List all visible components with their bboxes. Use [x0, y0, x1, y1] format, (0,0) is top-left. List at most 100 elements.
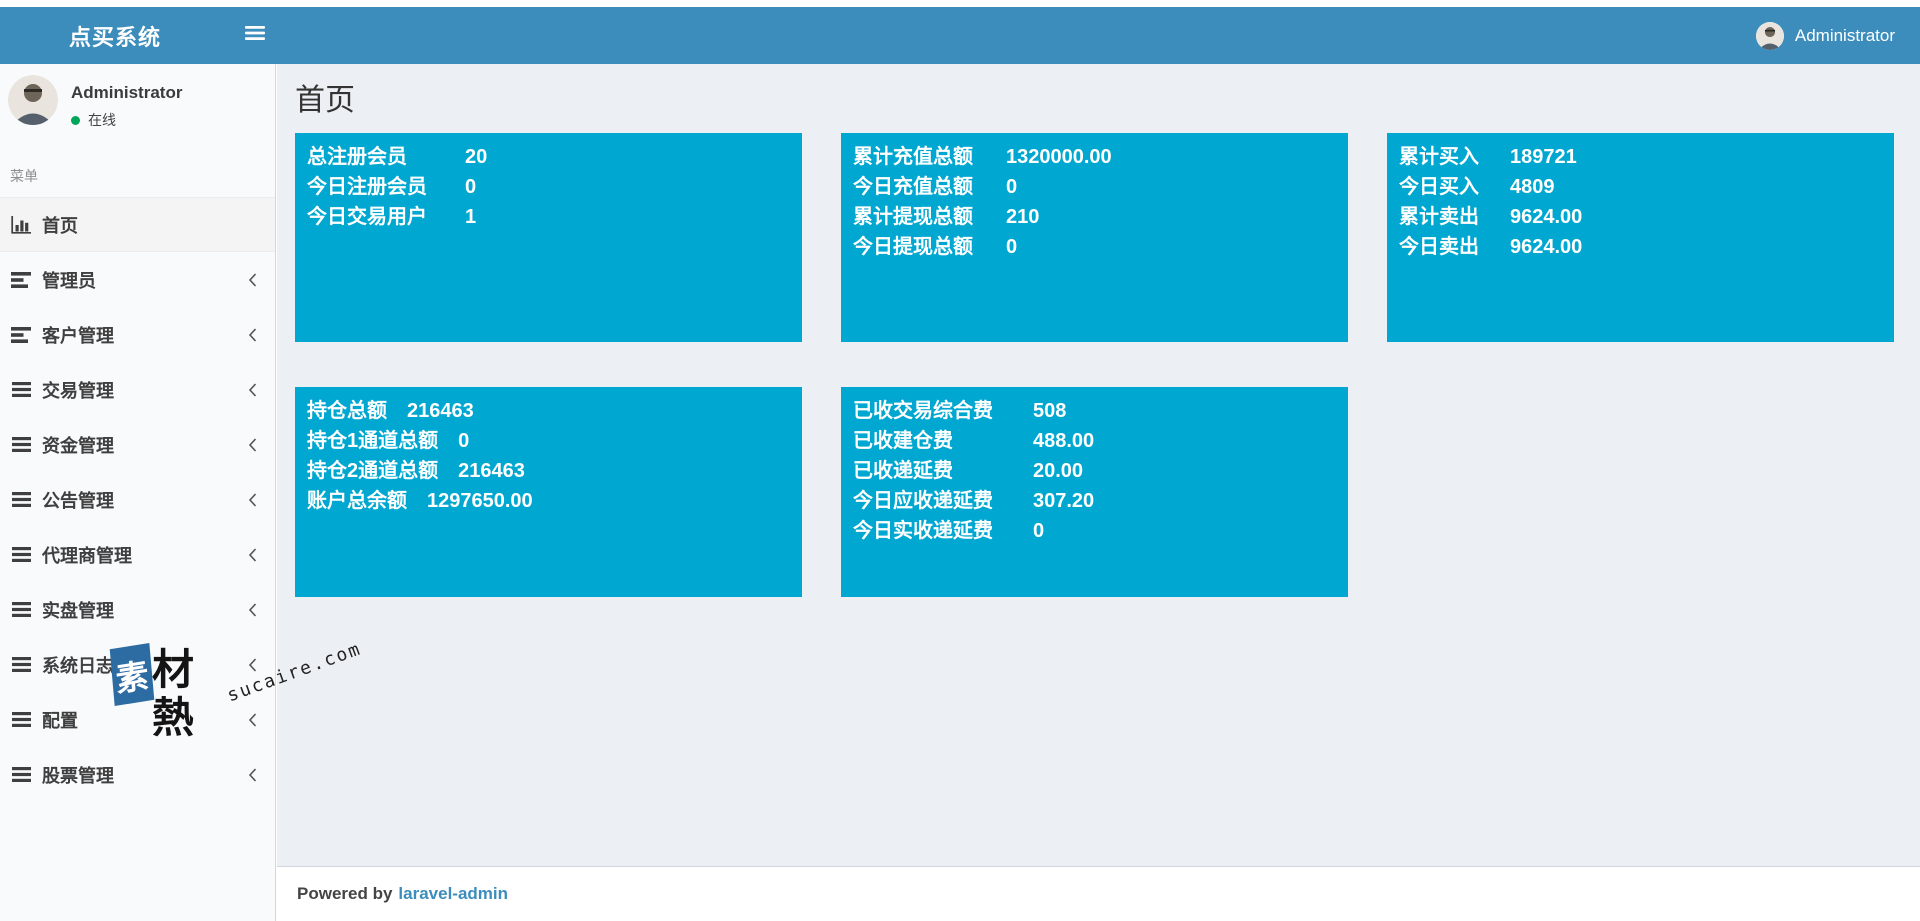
- stat-value: 0: [465, 176, 477, 198]
- chevron-left-icon: [248, 492, 257, 507]
- stat-value: 9624.00: [1510, 236, 1583, 258]
- online-status-label: 在线: [88, 112, 116, 128]
- stat-label: 总注册会员: [307, 146, 407, 168]
- sidebar-item-stocks[interactable]: 股票管理: [0, 747, 275, 802]
- stat-value: 0: [458, 430, 470, 452]
- avatar: [8, 75, 58, 125]
- sidebar-item-admins[interactable]: 管理员: [0, 252, 275, 307]
- hamburger-icon: [245, 25, 265, 46]
- stat-label: 今日交易用户: [307, 206, 427, 228]
- stat-value: 216463: [407, 400, 474, 422]
- stat-value: 20.00: [1033, 460, 1084, 482]
- sidebar-item-real-trading[interactable]: 实盘管理: [0, 582, 275, 637]
- stat-row: 账户总余额 1297650.00: [307, 486, 790, 516]
- bars-icon: [10, 382, 32, 397]
- bars-icon: [10, 437, 32, 452]
- stat-label: 今日卖出: [1399, 236, 1479, 258]
- sidebar-item-label: 交易管理: [42, 380, 114, 401]
- stat-value: 307.20: [1033, 490, 1095, 512]
- sidebar-item-label: 代理商管理: [42, 545, 132, 566]
- stat-row: 今日买入 4809: [1399, 172, 1882, 202]
- powered-by-label: Powered by: [297, 884, 393, 903]
- sidebar-item-agents[interactable]: 代理商管理: [0, 527, 275, 582]
- sidebar-item-config[interactable]: 配置: [0, 692, 275, 747]
- stat-label: 累计充值总额: [853, 146, 973, 168]
- stat-value: 0: [1033, 520, 1045, 542]
- online-status-icon: [71, 115, 80, 125]
- bars-icon: [10, 492, 32, 507]
- bars-icon: [10, 547, 32, 562]
- sidebar: Administrator 在线 菜单 首页 管理员: [0, 64, 276, 921]
- chevron-left-icon: [248, 602, 257, 617]
- stat-label: 今日买入: [1399, 176, 1479, 198]
- sidebar-item-system-log[interactable]: 系统日志: [0, 637, 275, 692]
- chevron-left-icon: [248, 767, 257, 782]
- sidebar-user-status: 在线: [71, 110, 182, 130]
- page-title: 首页: [295, 84, 355, 117]
- stat-row: 已收交易综合费 508: [853, 396, 1336, 426]
- user-menu[interactable]: Administrator: [1755, 21, 1920, 50]
- chevron-left-icon: [248, 712, 257, 727]
- sidebar-item-customers[interactable]: 客户管理: [0, 307, 275, 362]
- stat-value: 508: [1033, 400, 1067, 422]
- stat-label: 账户总余额: [307, 490, 407, 512]
- stat-value: 9624.00: [1510, 206, 1583, 228]
- stat-row: 已收建仓费 488.00: [853, 426, 1336, 456]
- stat-row: 今日实收递延费 0: [853, 516, 1336, 546]
- stat-value: 1320000.00: [1006, 146, 1112, 168]
- stat-value: 488.00: [1033, 430, 1095, 452]
- stat-value: 1297650.00: [427, 490, 533, 512]
- chevron-left-icon: [248, 382, 257, 397]
- stat-label: 持仓1通道总额: [307, 430, 439, 452]
- sidebar-item-label: 系统日志: [42, 655, 114, 676]
- stat-label: 已收递延费: [853, 460, 953, 482]
- stat-label: 已收交易综合费: [853, 400, 993, 422]
- sidebar-item-announcements[interactable]: 公告管理: [0, 472, 275, 527]
- sidebar-item-label: 公告管理: [42, 490, 114, 511]
- bars-icon: [10, 712, 32, 727]
- sidebar-item-label: 实盘管理: [42, 600, 114, 621]
- tasks-icon: [10, 326, 32, 343]
- laravel-admin-link[interactable]: laravel-admin: [398, 884, 509, 903]
- stat-value: 4809: [1510, 176, 1555, 198]
- brand-logo[interactable]: 点买系统: [68, 24, 161, 50]
- tasks-icon: [10, 271, 32, 288]
- sidebar-item-funds[interactable]: 资金管理: [0, 417, 275, 472]
- stat-row: 今日交易用户 1: [307, 202, 790, 232]
- chevron-left-icon: [248, 547, 257, 562]
- stat-box-fees: 已收交易综合费 508 已收建仓费 488.00 已收递延费 20.00 今日应收递延…: [841, 387, 1348, 597]
- sidebar-item-label: 股票管理: [42, 765, 114, 786]
- stat-row: 已收递延费 20.00: [853, 456, 1336, 486]
- sidebar-item-home[interactable]: 首页: [0, 197, 275, 252]
- stat-label: 累计买入: [1399, 146, 1479, 168]
- stat-label: 持仓2通道总额: [307, 460, 439, 482]
- sidebar-item-trades[interactable]: 交易管理: [0, 362, 275, 417]
- stat-value: 210: [1006, 206, 1040, 228]
- stat-label: 已收建仓费: [853, 430, 953, 452]
- stat-value: 1: [465, 206, 477, 228]
- stat-label: 今日实收递延费: [853, 520, 993, 542]
- menu-section-label: 菜单: [10, 168, 38, 184]
- top-navbar: 点买系统 Administrator: [0, 7, 1920, 64]
- stat-row: 持仓1通道总额 0: [307, 426, 790, 456]
- bars-icon: [10, 657, 32, 672]
- page-footer: Powered by laravel-admin: [277, 866, 1920, 921]
- stat-label: 今日应收递延费: [853, 490, 993, 512]
- bars-icon: [10, 767, 32, 782]
- sidebar-toggle-button[interactable]: [245, 7, 289, 64]
- stat-row: 累计充值总额 1320000.00: [853, 142, 1336, 172]
- chevron-left-icon: [248, 437, 257, 452]
